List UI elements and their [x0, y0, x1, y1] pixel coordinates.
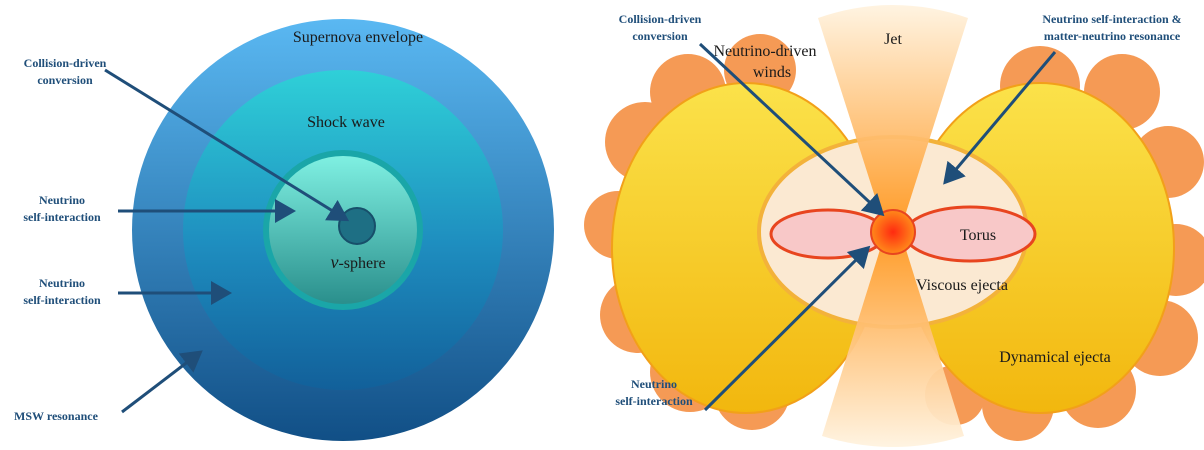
viscous-ejecta-label: Viscous ejecta — [916, 277, 1008, 294]
sn-self-interaction-annotation-1-line2: self-interaction — [23, 210, 101, 224]
sn-collision-annotation-line2: conversion — [37, 73, 93, 87]
dynamical-ejecta-label: Dynamical ejecta — [999, 349, 1111, 366]
merger-resonance-arrow — [943, 51, 1057, 185]
supernova-panel: Supernova envelope Shock wave ν-sphere C… — [14, 19, 554, 441]
neutrino-sphere-label: ν-sphere — [330, 252, 385, 272]
sn-self-interaction-annotation-1-line1: Neutrino — [39, 193, 85, 207]
merger-collision-annotation-line2: conversion — [632, 29, 688, 43]
merger-self-interaction-annotation-line1: Neutrino — [631, 377, 677, 391]
jet-bottom-cone — [822, 240, 964, 447]
sphere-suffix: -sphere — [338, 255, 385, 272]
torus-left-lobe — [769, 208, 887, 260]
merger-panel: Jet Neutrino-driven winds Torus Viscous … — [584, 5, 1204, 447]
winds-label-line2: winds — [753, 64, 791, 81]
merger-self-interaction-arrow — [703, 245, 871, 412]
sn-collision-annotation-line1: Collision-driven — [24, 56, 107, 70]
merger-collision-arrow — [698, 42, 885, 217]
shock-wave-label: Shock wave — [307, 114, 385, 131]
winds-label-line1: Neutrino-driven — [713, 43, 816, 60]
torus-label: Torus — [960, 227, 996, 244]
nu-symbol: ν — [330, 252, 338, 272]
jet-top-cone — [818, 5, 968, 222]
sn-self-interaction-annotation-2-line1: Neutrino — [39, 276, 85, 290]
sn-msw-arrow — [121, 350, 203, 414]
merger-collision-annotation-line1: Collision-driven — [619, 12, 702, 26]
merger-resonance-annotation-line2: matter-neutrino resonance — [1044, 29, 1181, 43]
merger-resonance-annotation-line1: Neutrino self-interaction & — [1042, 12, 1181, 26]
supernova-envelope-label: Supernova envelope — [293, 29, 423, 46]
central-remnant — [870, 209, 916, 255]
sn-self-interaction-annotation-2-line2: self-interaction — [23, 293, 101, 307]
merger-self-interaction-annotation-line2: self-interaction — [615, 394, 693, 408]
proto-neutron-star — [338, 207, 376, 245]
jet-label: Jet — [884, 31, 902, 48]
sn-collision-arrow — [104, 68, 350, 222]
sn-msw-annotation: MSW resonance — [14, 409, 99, 423]
